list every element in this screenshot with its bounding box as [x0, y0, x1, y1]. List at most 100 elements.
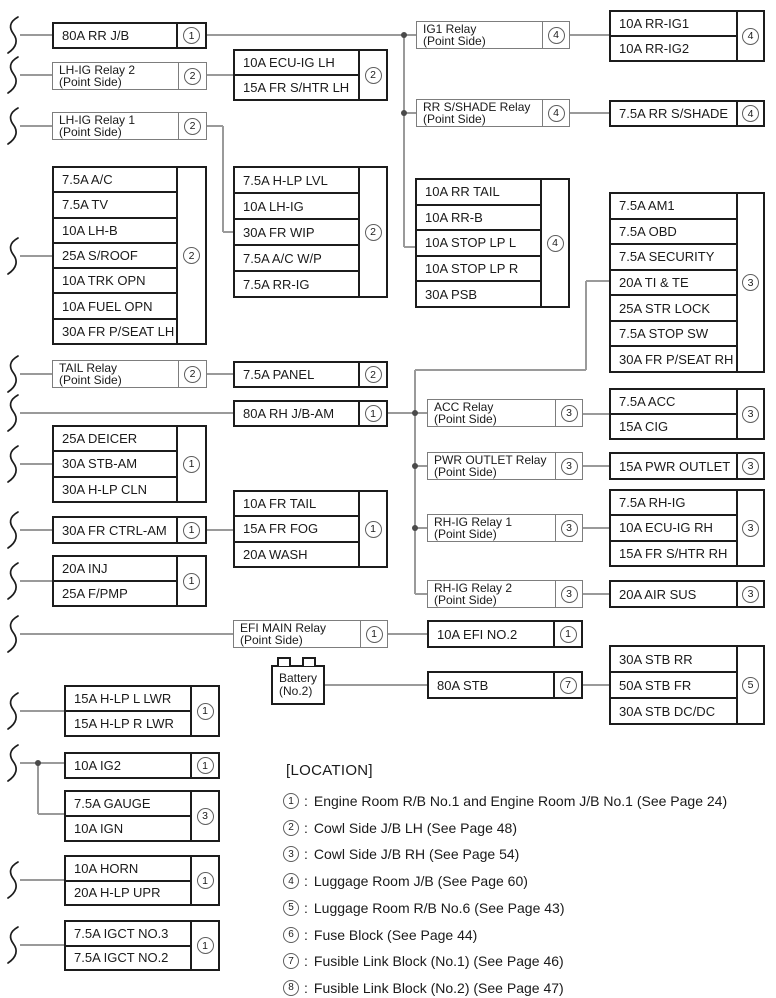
fuse-row-label: 25A S/ROOF	[62, 247, 138, 263]
relay-label-cell: TAIL Relay(Point Side)	[53, 361, 178, 387]
fuse-row-label: 10A FUEL OPN	[62, 298, 153, 314]
fuse-row: 30A FR P/SEAT RH	[611, 347, 736, 371]
fuse-row-label: 30A FR P/SEAT LH	[62, 323, 175, 339]
fuse-row: 10A EFI NO.2	[429, 622, 553, 646]
fuse-row-label: 15A H-LP R LWR	[74, 716, 174, 731]
wire-break-icon	[4, 392, 22, 434]
location-badge: 4	[742, 105, 759, 122]
wire-break-icon	[4, 742, 22, 784]
fuse-row: 10A LH-IG	[235, 194, 358, 220]
wire-segment	[583, 413, 609, 415]
fuse-row-label: 20A H-LP UPR	[74, 885, 161, 901]
wire-segment	[37, 763, 39, 814]
location-badge-cell: 4	[736, 102, 763, 125]
battery-label: Battery	[279, 671, 318, 685]
relay-name: LH-IG Relay 1	[59, 112, 136, 127]
fuse-row: 30A STB RR	[611, 647, 736, 673]
legend-item: 3:Cowl Side J/B RH (See Page 54)	[283, 844, 519, 864]
fuse-row: 80A RR J/B	[54, 24, 176, 47]
fuse-block-horn: 10A HORN 20A H-LP UPR 1	[64, 855, 220, 906]
relay-label-cell: EFI MAIN Relay(Point Side)	[234, 621, 360, 647]
fuse-row-label: 7.5A RH-IG	[619, 495, 686, 511]
wire-segment	[207, 125, 223, 127]
fuse-row-label: 10A FR TAIL	[243, 496, 317, 512]
relay-label-cell: RH-IG Relay 1(Point Side)	[428, 515, 555, 541]
wire-segment	[20, 34, 52, 36]
relay-name: RR S/SHADE Relay	[423, 99, 531, 114]
fuse-row-label: 15A CIG	[619, 419, 669, 434]
fuse-row: 20A AIR SUS	[611, 582, 736, 606]
fuse-row: 7.5A H-LP LVL	[235, 168, 358, 194]
junction-dot	[35, 760, 41, 766]
location-badge-cell: 1	[190, 687, 218, 735]
fuse-row: 10A IG2	[66, 754, 190, 777]
legend-badge: 8	[283, 979, 299, 996]
fuse-row: 10A RR TAIL	[417, 180, 540, 206]
wire-break-icon	[4, 353, 22, 395]
fuse-row-label: 7.5A TV	[62, 197, 109, 213]
wire-segment	[207, 34, 416, 36]
location-badge: 3	[742, 457, 759, 475]
location-badge: 3	[742, 519, 759, 537]
location-badge: 2	[184, 117, 201, 135]
wire-segment	[222, 126, 224, 232]
wire-segment	[20, 879, 64, 881]
fuse-row-label: 10A ECU-IG LH	[243, 55, 335, 70]
location-badge-cell: 1	[176, 427, 205, 501]
legend-item: 7:Fusible Link Block (No.1) (See Page 46…	[283, 951, 564, 971]
location-badge: 1	[183, 455, 200, 473]
relay-sublabel: (Point Side)	[423, 112, 486, 126]
location-badge: 1	[364, 405, 382, 422]
fuse-row: 7.5A RR-IG	[235, 272, 358, 296]
location-badge: 2	[364, 366, 382, 383]
fuse-row: 7.5A GAUGE	[66, 792, 190, 817]
fuse-row: 50A STB FR	[611, 673, 736, 699]
fuse-row: 15A CIG	[611, 415, 736, 438]
location-badge: 3	[196, 807, 214, 825]
relay-sublabel: (Point Side)	[59, 75, 122, 89]
relay-name: TAIL Relay	[59, 360, 118, 375]
wire-segment	[585, 281, 587, 370]
wire-break-icon	[4, 54, 22, 96]
legend-separator: :	[304, 953, 308, 970]
fuse-row-label: 20A TI & TE	[619, 275, 689, 291]
relay-label-cell: RH-IG Relay 2(Point Side)	[428, 581, 555, 607]
location-badge: 1	[183, 27, 200, 44]
location-badge-cell: 1	[190, 857, 218, 904]
wire-break-icon	[4, 443, 22, 485]
fuse-row-label: 10A HORN	[74, 860, 139, 876]
legend-separator: :	[304, 846, 308, 863]
fuse-row-label: 7.5A RR-IG	[243, 276, 310, 292]
fuse-row-label: 7.5A SECURITY	[619, 249, 715, 265]
fuse-row-label: 7.5A STOP SW	[619, 326, 709, 342]
location-badge-cell: 5	[736, 647, 763, 723]
fuse-row-label: 20A AIR SUS	[619, 586, 697, 602]
wire-segment	[20, 762, 64, 764]
legend-separator: :	[304, 926, 308, 943]
legend-badge: 6	[283, 926, 299, 943]
fuse-row: 15A FR S/HTR LH	[235, 76, 358, 99]
location-badge: 1	[365, 625, 383, 643]
fuse-row: 30A PSB	[417, 282, 540, 306]
fuse-row-label: 10A EFI NO.2	[437, 626, 518, 642]
location-badge-cell: 2	[178, 63, 206, 89]
relay-rr-s-shade: RR S/SHADE Relay(Point Side)4	[416, 99, 570, 127]
location-badge: 2	[364, 223, 382, 241]
fuse-row-label: 15A FR FOG	[243, 521, 319, 537]
wire-segment	[223, 231, 233, 233]
location-badge-cell: 4	[542, 22, 569, 48]
wire-segment	[20, 412, 233, 414]
location-badge-cell: 3	[736, 390, 763, 438]
